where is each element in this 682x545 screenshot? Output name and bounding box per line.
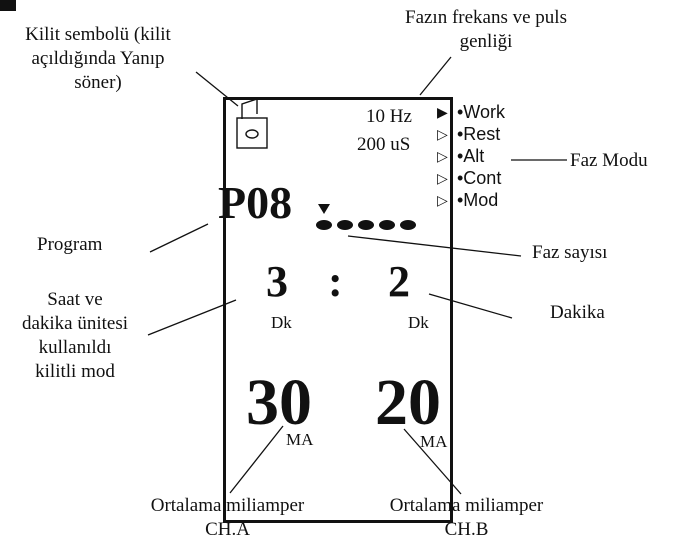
program-number: P08	[218, 177, 293, 228]
mode-inactive-icon: ▷	[437, 126, 448, 142]
annotation-lock: Kilit sembolü (kilit açıldığında Yanıp s…	[0, 23, 196, 95]
annotation-ch-b-line: Ortalama miliamper	[389, 495, 544, 516]
time-left-digit: 3	[266, 257, 288, 306]
lock-icon	[236, 98, 268, 149]
leader-line-ch-a	[229, 425, 284, 494]
phase-pointer-icon	[318, 204, 330, 214]
phase-dots	[316, 204, 416, 230]
corner-mark	[0, 0, 16, 11]
annotation-lock-line: Kilit sembolü (kilit	[25, 24, 171, 45]
annotation-frequency: Fazın frekans ve puls genliği	[365, 6, 607, 54]
current-b-unit: MA	[420, 432, 448, 451]
time-unit-left: Dk	[271, 313, 292, 332]
annotation-phase-mode: Faz Modu	[570, 150, 648, 171]
annotation-ch-b-line: CH.B	[444, 519, 489, 540]
phase-dot	[379, 220, 395, 230]
pulse-width-value: 200 uS	[357, 134, 411, 155]
leader-line-program	[149, 223, 209, 253]
annotation-ch-a-line: Ortalama miliamper	[150, 495, 305, 516]
mode-label-cont: •Cont	[457, 168, 502, 188]
mode-label-rest: •Rest	[457, 124, 501, 144]
time-separator: :	[328, 257, 343, 306]
mode-active-icon: ▶	[437, 104, 448, 120]
time-right-digit: 2	[388, 257, 410, 306]
mode-inactive-icon: ▷	[437, 170, 448, 186]
mode-label-alt: •Alt	[457, 146, 485, 166]
annotation-ch-b: Ortalama miliamper CH.B	[364, 494, 569, 542]
annotation-hour-unit-line: kullanıldı	[38, 337, 112, 358]
annotation-program: Program	[37, 234, 103, 255]
leader-line-phase-count	[347, 235, 522, 257]
current-a-unit: MA	[286, 430, 314, 449]
mode-inactive-icon: ▷	[437, 148, 448, 164]
time-unit-right: Dk	[408, 313, 429, 332]
mode-label-mod: •Mod	[457, 190, 499, 210]
annotation-lock-line: söner)	[74, 72, 122, 93]
phase-dot	[316, 220, 332, 230]
frequency-value: 10 Hz	[366, 106, 412, 127]
mode-inactive-icon: ▷	[437, 192, 448, 208]
current-a-value: 30	[246, 366, 312, 439]
leader-line-minute	[428, 293, 513, 319]
annotation-hour-unit-line: kilitli mod	[35, 361, 115, 382]
annotation-hour-unit-line: Saat ve	[47, 289, 103, 310]
lcd-frame	[223, 97, 453, 523]
annotation-frequency-line: genliği	[459, 31, 513, 52]
leader-line-lock	[195, 71, 239, 107]
mode-label-work: •Work	[457, 102, 505, 122]
phase-dot	[358, 220, 374, 230]
current-b-value: 20	[375, 366, 441, 439]
annotation-lock-line: açıldığında Yanıp	[31, 48, 165, 69]
annotation-minute: Dakika	[550, 302, 605, 323]
annotation-hour-unit: Saat ve dakika ünitesi kullanıldı kilitl…	[0, 288, 150, 384]
leader-line-hour-unit	[147, 299, 237, 336]
annotation-phase-count: Faz sayısı	[532, 242, 608, 263]
annotation-hour-unit-line: dakika ünitesi	[21, 313, 129, 334]
phase-dot	[337, 220, 353, 230]
annotation-frequency-line: Fazın frekans ve puls	[405, 7, 567, 28]
annotation-ch-a: Ortalama miliamper CH.A	[125, 494, 330, 542]
annotation-ch-a-line: CH.A	[205, 519, 250, 540]
phase-dot	[400, 220, 416, 230]
leader-line-frequency	[419, 56, 452, 96]
